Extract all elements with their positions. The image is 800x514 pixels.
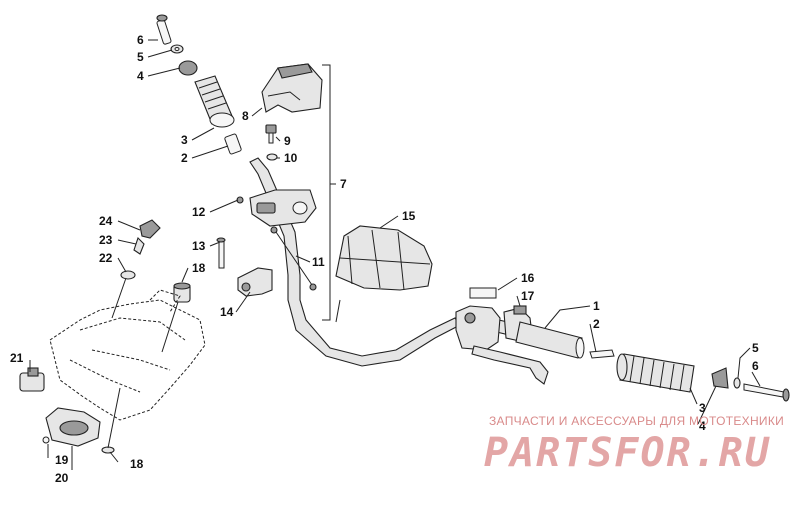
callout-21: 21 (10, 351, 24, 365)
cover-bolt (265, 124, 277, 144)
callout-2-left: 2 (181, 151, 188, 165)
right-sleeve (589, 349, 615, 359)
switch-label (469, 287, 497, 299)
callout-18-top: 18 (192, 261, 206, 275)
callout-15: 15 (402, 209, 416, 223)
leader-lines (29, 39, 761, 470)
left-end-bolt (156, 14, 172, 45)
right-control-housing (455, 305, 533, 351)
ignition-key (133, 219, 161, 255)
watermark-caption: ЗАПЧАСТИ И АКСЕССУАРЫ ДЛЯ МОТОТЕХНИКИ (489, 414, 785, 428)
callout-1: 1 (593, 299, 600, 313)
callout-13: 13 (192, 239, 206, 253)
callout-7: 7 (340, 177, 347, 191)
watermark-brand: PARTSFOR.RU (484, 430, 771, 476)
clamp-bracket (237, 267, 273, 297)
callout-4-right: 4 (699, 419, 706, 433)
callout-5-left: 5 (137, 50, 144, 64)
callout-19: 19 (55, 453, 69, 467)
left-sleeve (224, 133, 242, 155)
right-grip-tube (515, 321, 585, 359)
callout-16: 16 (521, 271, 535, 285)
handlebar-pad (335, 225, 433, 291)
right-grip (616, 353, 695, 393)
left-grip (194, 75, 235, 128)
callout-3-left: 3 (181, 133, 188, 147)
throttle-housing (249, 189, 317, 227)
callout-6-left: 6 (137, 33, 144, 47)
console-body (49, 289, 206, 421)
callout-8: 8 (242, 109, 249, 123)
callout-18-bottom: 18 (130, 457, 144, 471)
callout-9: 9 (284, 134, 291, 148)
callout-23: 23 (99, 233, 113, 247)
callout-labels: 6 5 4 3 2 8 9 10 7 12 13 14 11 15 24 23 … (10, 33, 759, 485)
callout-10: 10 (284, 151, 298, 165)
cover-washer (266, 153, 278, 161)
right-washer (733, 377, 741, 389)
callout-4-left: 4 (137, 69, 144, 83)
left-grip-end (178, 60, 198, 76)
console-switch (19, 367, 45, 392)
callout-12: 12 (192, 205, 206, 219)
housing-bolt-long (270, 226, 317, 291)
left-washer (170, 44, 184, 54)
callout-2-right: 2 (593, 317, 600, 331)
right-grip-end (711, 367, 729, 389)
assembly-bracket-line (322, 64, 331, 321)
throttle-cover (261, 63, 323, 113)
callout-24: 24 (99, 214, 113, 228)
callout-14: 14 (220, 305, 234, 319)
top-grommet (173, 282, 191, 303)
callout-22: 22 (99, 251, 113, 265)
key-ring (120, 270, 136, 280)
brake-lever (471, 345, 549, 385)
console-panel (42, 407, 101, 447)
right-end-bolt (743, 383, 790, 402)
callout-5-right: 5 (752, 341, 759, 355)
callout-3-right: 3 (699, 401, 706, 415)
callout-17: 17 (521, 289, 535, 303)
callout-20: 20 (55, 471, 69, 485)
callout-11: 11 (312, 255, 325, 269)
callout-6-right: 6 (752, 359, 759, 373)
housing-screw (216, 237, 226, 269)
